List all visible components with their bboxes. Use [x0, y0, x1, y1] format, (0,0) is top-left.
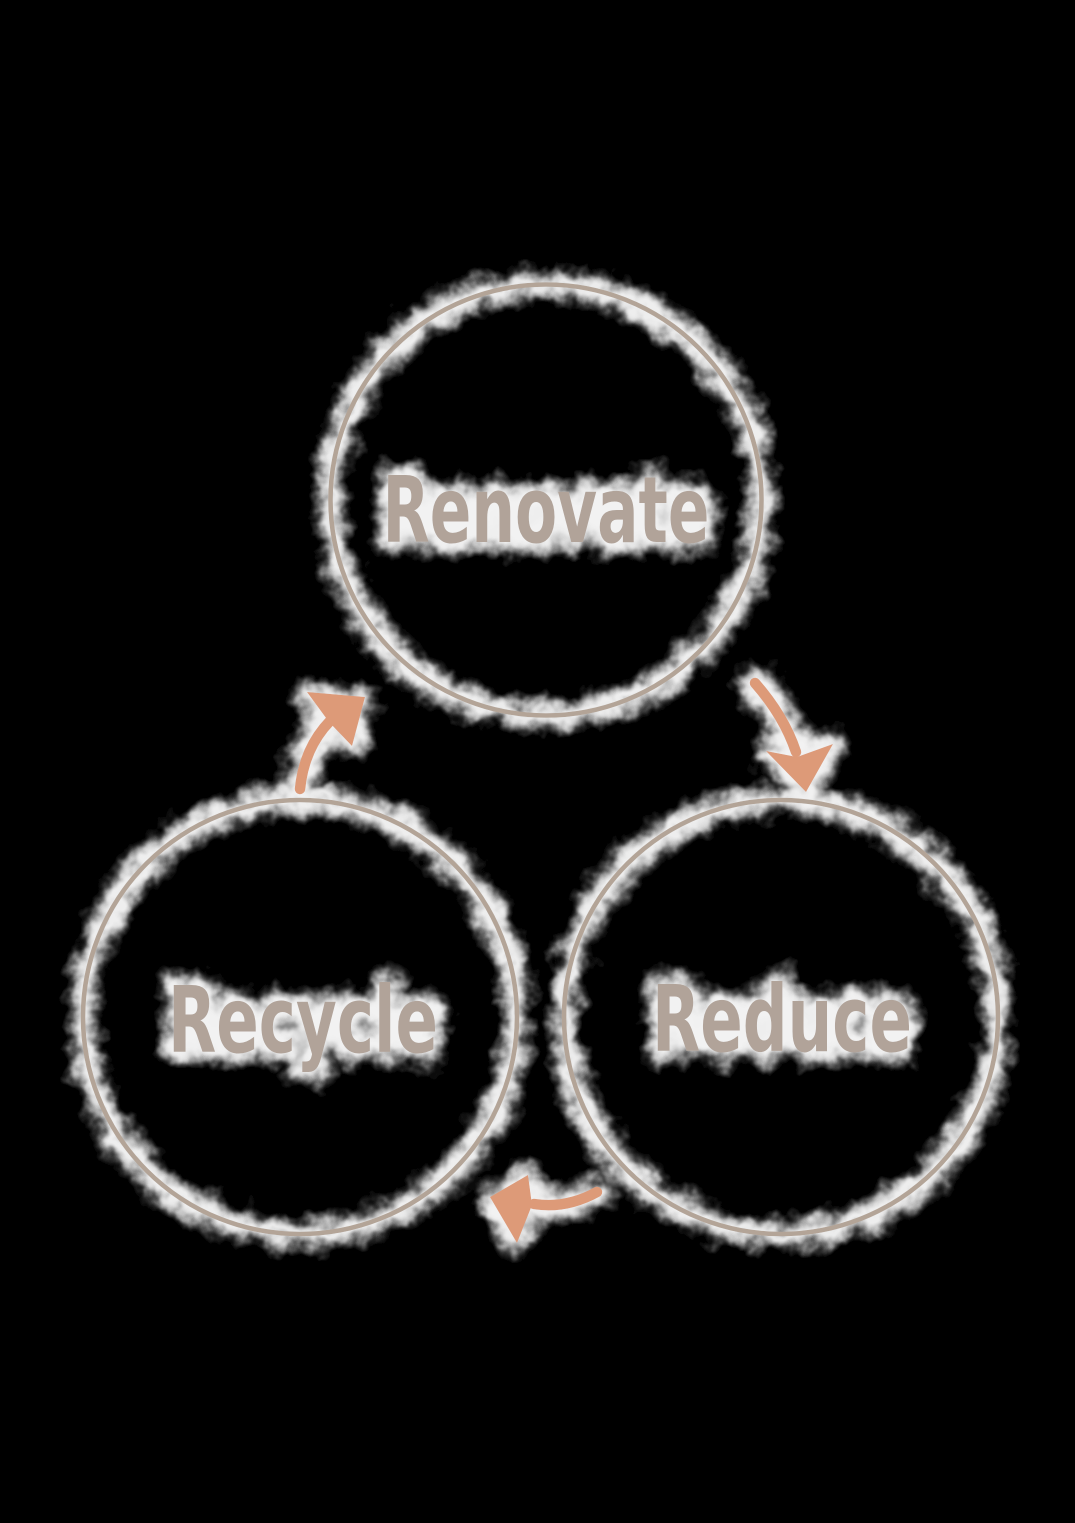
node-renovate-circle	[328, 282, 764, 718]
arrow-renovate-to-reduce-head	[766, 744, 833, 792]
arrow-recycle-to-renovate-tail	[294, 715, 336, 795]
node-recycle-circle	[80, 797, 520, 1237]
arrow-renovate-to-reduce	[749, 677, 833, 792]
node-renovate-label: Renovate	[383, 457, 710, 564]
arrow-recycle-to-renovate-head	[307, 692, 365, 746]
arrow-recycle-to-renovate	[294, 692, 365, 795]
arrow-reduce-to-recycle	[490, 1175, 603, 1243]
arrow-reduce-to-recycle-head	[490, 1175, 532, 1243]
node-reduce-label: Reduce	[652, 966, 912, 1073]
node-recycle-label: Recycle	[168, 967, 438, 1074]
arrow-reduce-to-recycle-tail	[528, 1186, 603, 1211]
node-reduce-circle	[561, 797, 1001, 1237]
arrow-renovate-to-reduce-tail	[749, 677, 802, 758]
